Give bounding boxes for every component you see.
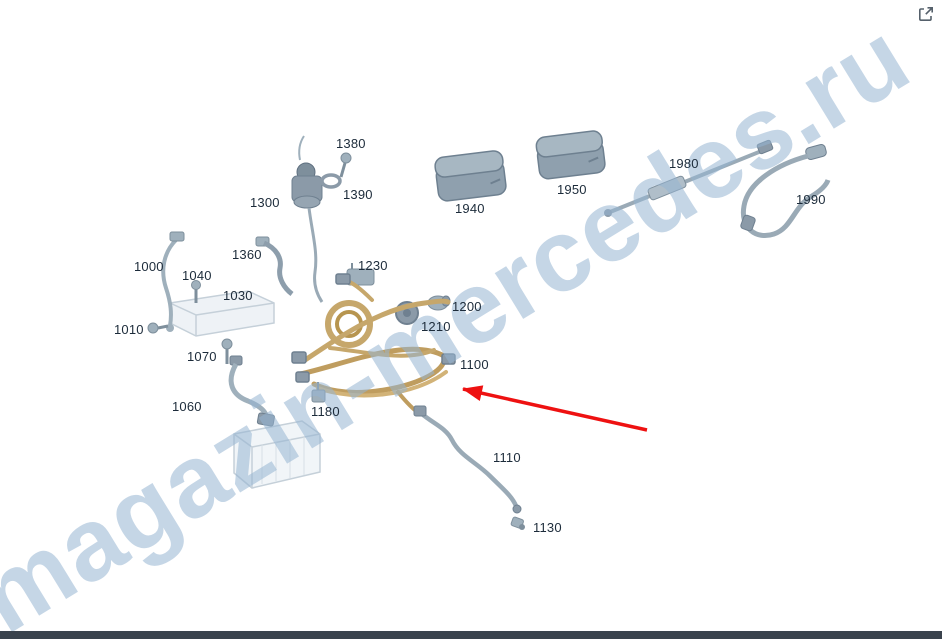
- part-1380-graphic: [339, 152, 352, 178]
- part-1180-graphic: [311, 382, 326, 403]
- part-1060-graphic: [228, 355, 275, 427]
- part-label-1070[interactable]: 1070: [187, 349, 217, 364]
- external-link-icon[interactable]: [918, 6, 934, 22]
- part-label-1300[interactable]: 1300: [250, 195, 280, 210]
- part-1360-graphic: [255, 236, 294, 296]
- part-1030-graphic: [169, 290, 275, 337]
- part-1070-graphic: [221, 338, 233, 364]
- part-label-1030[interactable]: 1030: [223, 288, 253, 303]
- part-1010-graphic: [147, 322, 169, 334]
- part-label-1010[interactable]: 1010: [114, 322, 144, 337]
- part-label-1130[interactable]: 1130: [533, 520, 562, 535]
- horizontal-scrollbar[interactable]: [0, 631, 942, 639]
- part-label-1940[interactable]: 1940: [455, 201, 485, 216]
- part-1110-graphic: [413, 405, 522, 514]
- part-1980-graphic: [604, 139, 774, 217]
- battery-box-graphic: [233, 420, 321, 489]
- part-label-1360[interactable]: 1360: [232, 247, 262, 262]
- part-label-1110[interactable]: 1110: [493, 450, 521, 465]
- part-label-1390[interactable]: 1390: [343, 187, 373, 202]
- part-1940-graphic: [434, 150, 507, 202]
- part-1130-graphic: [510, 516, 525, 530]
- part-1100-graphic: [291, 273, 456, 416]
- part-1390-graphic: [320, 173, 342, 189]
- part-1990-graphic: [740, 144, 831, 238]
- part-1300-graphic: [291, 135, 324, 303]
- part-1950-graphic: [535, 130, 606, 180]
- part-label-1200[interactable]: 1200: [452, 299, 482, 314]
- part-label-1980[interactable]: 1980: [669, 156, 699, 171]
- part-label-1210[interactable]: 1210: [421, 319, 451, 334]
- part-label-1230[interactable]: 1230: [358, 258, 388, 273]
- part-label-1950[interactable]: 1950: [557, 182, 587, 197]
- part-label-1380[interactable]: 1380: [336, 136, 366, 151]
- part-label-1180[interactable]: 1180: [311, 404, 340, 419]
- part-1040-graphic: [191, 280, 201, 303]
- part-label-1040[interactable]: 1040: [182, 268, 212, 283]
- part-label-1000[interactable]: 1000: [134, 259, 164, 274]
- part-label-1060[interactable]: 1060: [172, 399, 202, 414]
- part-label-1990[interactable]: 1990: [796, 192, 826, 207]
- part-label-1100[interactable]: 1100: [460, 357, 489, 372]
